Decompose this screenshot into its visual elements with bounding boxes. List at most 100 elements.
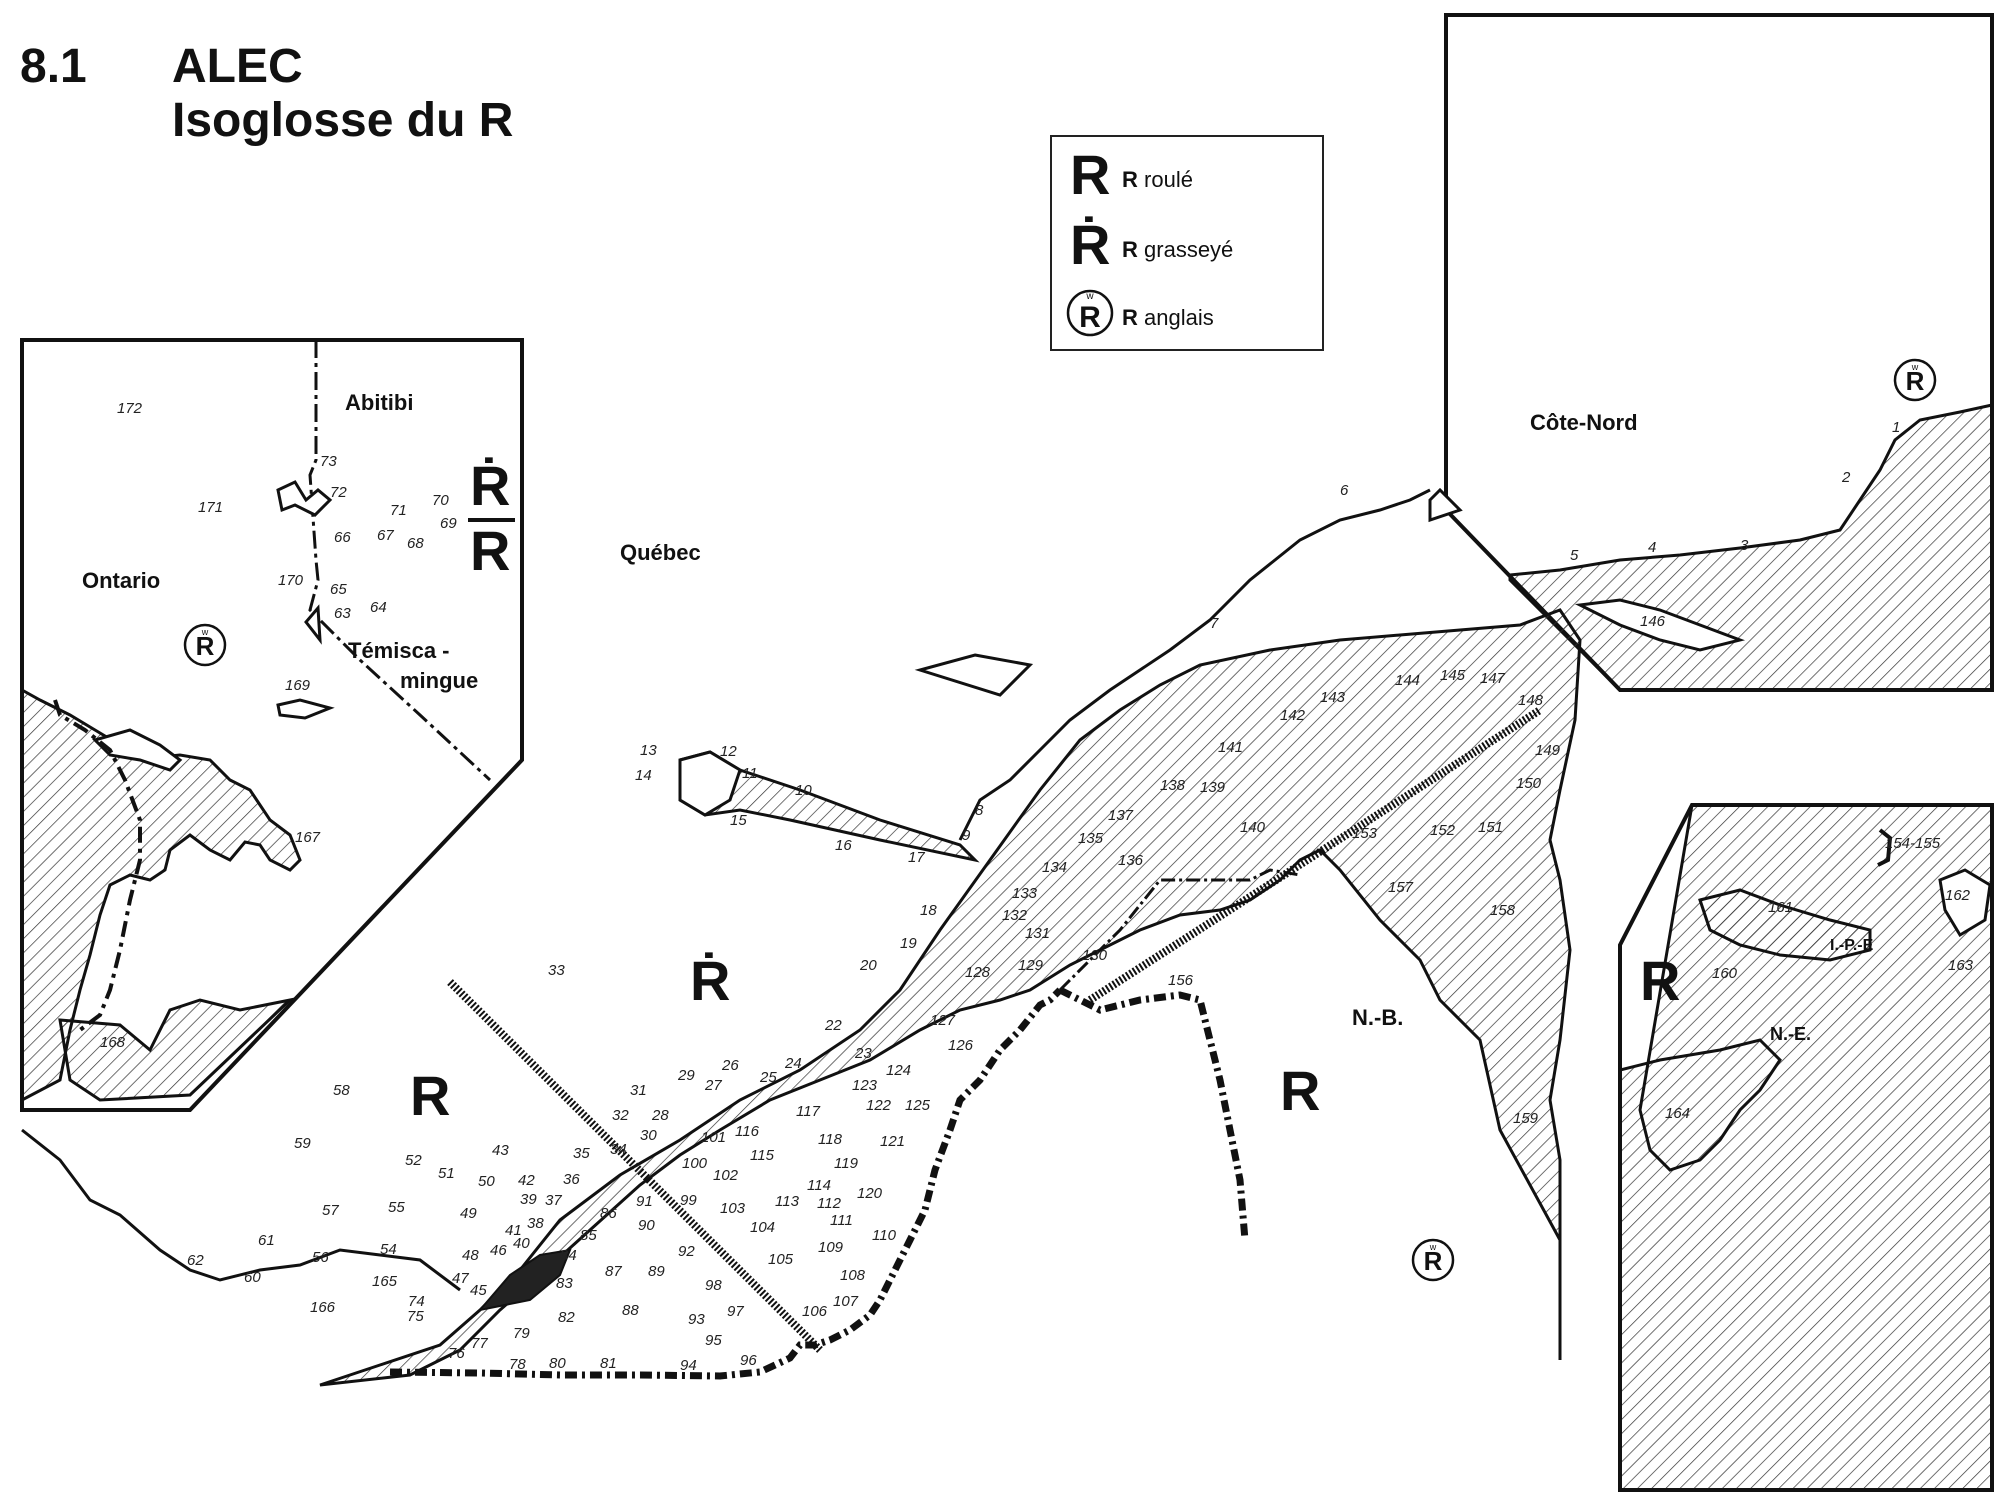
survey-point-label: 165 — [372, 1273, 398, 1290]
survey-point-label: 129 — [1018, 957, 1044, 974]
survey-point-label: 51 — [438, 1165, 455, 1182]
survey-point-label: 166 — [310, 1299, 336, 1316]
survey-point-label: 25 — [759, 1069, 777, 1086]
survey-point-label: 1 — [1892, 419, 1900, 436]
survey-point-label: 49 — [460, 1205, 477, 1222]
survey-point-label: 29 — [677, 1067, 695, 1084]
survey-point-label: 58 — [333, 1082, 350, 1099]
r-anglais-icon: R w — [1066, 289, 1114, 337]
survey-point-label: 148 — [1518, 692, 1544, 709]
region-cote-nord: Côte-Nord — [1530, 410, 1638, 435]
r-roule-icon: R — [470, 519, 510, 582]
survey-point-label: 23 — [854, 1045, 872, 1062]
isogloss-line — [447, 706, 1543, 1353]
survey-point-label: 67 — [377, 527, 394, 544]
survey-point-label: 91 — [636, 1193, 653, 1210]
survey-point-label: 167 — [295, 829, 321, 846]
region-ontario: Ontario — [82, 568, 160, 593]
survey-point-label: 162 — [1945, 887, 1971, 904]
survey-point-label: 77 — [471, 1335, 488, 1352]
survey-point-label: 17 — [908, 849, 925, 866]
survey-point-label: 46 — [490, 1242, 507, 1259]
survey-point-label: 15 — [730, 812, 747, 829]
survey-point-label: 95 — [705, 1332, 722, 1349]
survey-point-label: 144 — [1395, 672, 1420, 689]
survey-point-label: 92 — [678, 1243, 695, 1260]
survey-point-label: 137 — [1108, 807, 1134, 824]
survey-point-label: 113 — [775, 1193, 800, 1210]
survey-point-label: 154-155 — [1885, 835, 1941, 852]
survey-point-label: 132 — [1002, 907, 1028, 924]
survey-point-label: 45 — [470, 1282, 487, 1299]
survey-point-label: 142 — [1280, 707, 1306, 724]
survey-point-label: 163 — [1948, 957, 1974, 974]
survey-points: 1234567891011121314151617181920222324252… — [100, 400, 1974, 1374]
svg-text:w: w — [1085, 291, 1094, 302]
survey-point-label: 140 — [1240, 819, 1266, 836]
survey-point-label: 100 — [682, 1155, 708, 1172]
survey-point-label: 130 — [1082, 947, 1108, 964]
survey-point-label: 12 — [720, 743, 737, 760]
survey-point-label: 70 — [432, 492, 449, 509]
r-grasseye-icon: Ṙ — [690, 949, 730, 1012]
survey-point-label: 72 — [330, 484, 347, 501]
survey-point-label: 83 — [556, 1275, 573, 1292]
survey-point-label: 80 — [549, 1355, 566, 1372]
r-grasseye-icon: Ṙ — [1070, 213, 1111, 276]
province-boundaries — [389, 868, 1301, 1380]
inset-cote-nord — [1444, 13, 1994, 692]
main-estuary — [319, 487, 1582, 1387]
survey-point-label: 24 — [784, 1055, 802, 1072]
legend-label: grasseyé — [1144, 237, 1234, 262]
survey-point-label: 138 — [1160, 777, 1186, 794]
survey-point-label: 119 — [834, 1155, 859, 1172]
legend-code: R — [1122, 167, 1138, 192]
survey-point-label: 131 — [1025, 925, 1050, 942]
survey-point-label: 125 — [905, 1097, 931, 1114]
survey-point-label: 43 — [492, 1142, 509, 1159]
survey-point-label: 22 — [824, 1017, 842, 1034]
survey-point-label: 35 — [573, 1145, 590, 1162]
survey-point-label: 60 — [244, 1269, 261, 1286]
inset-maritimes — [1618, 803, 1994, 1492]
survey-point-label: 94 — [680, 1357, 697, 1374]
survey-point-label: 117 — [796, 1103, 821, 1120]
survey-point-label: 104 — [750, 1219, 775, 1236]
survey-point-label: 123 — [852, 1077, 878, 1094]
survey-point-label: 5 — [1570, 547, 1579, 564]
survey-point-label: 157 — [1388, 879, 1414, 896]
survey-point-label: 63 — [334, 605, 351, 622]
r-anglais-icon: R w — [183, 623, 227, 667]
survey-point-label: 139 — [1200, 779, 1226, 796]
survey-point-label: 98 — [705, 1277, 722, 1294]
survey-point-label: 160 — [1712, 965, 1738, 982]
survey-point-label: 145 — [1440, 667, 1466, 684]
survey-point-label: 57 — [322, 1202, 339, 1219]
survey-point-label: 96 — [740, 1352, 757, 1369]
survey-point-label: 126 — [948, 1037, 974, 1054]
survey-point-label: 164 — [1665, 1105, 1690, 1122]
survey-point-label: 56 — [312, 1249, 329, 1266]
survey-point-label: 78 — [509, 1356, 526, 1373]
survey-point-label: 32 — [612, 1107, 629, 1124]
survey-point-label: 115 — [750, 1147, 775, 1164]
survey-point-label: 85 — [580, 1227, 597, 1244]
survey-point-label: 27 — [704, 1077, 722, 1094]
survey-point-label: 59 — [294, 1135, 311, 1152]
svg-text:R: R — [1079, 301, 1101, 334]
inset-frame — [1444, 13, 1994, 692]
inset-frame — [1618, 803, 1994, 1492]
survey-point-label: 50 — [478, 1173, 495, 1190]
survey-point-label: 116 — [735, 1123, 760, 1140]
area-symbols: R R R Ṙ Ṙ R — [410, 454, 1680, 1127]
survey-point-label: 149 — [1535, 742, 1561, 759]
survey-point-label: 108 — [840, 1267, 866, 1284]
survey-point-label: 112 — [817, 1195, 842, 1212]
r-roule-icon: R — [1280, 1059, 1320, 1122]
survey-point-label: 38 — [527, 1215, 544, 1232]
region-quebec: Québec — [620, 540, 701, 565]
survey-point-label: 170 — [278, 572, 304, 589]
legend-label: anglais — [1144, 305, 1214, 330]
survey-point-label: 134 — [1042, 859, 1067, 876]
